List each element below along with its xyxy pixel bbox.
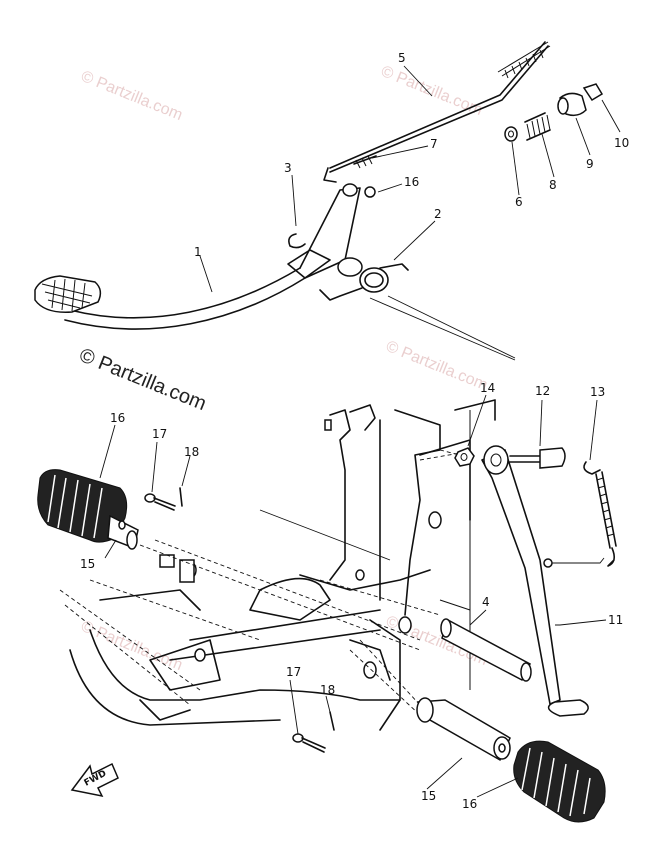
callout-8: 8 xyxy=(549,178,557,192)
callout-17-left: 17 xyxy=(152,427,167,441)
callout-14: 14 xyxy=(480,381,495,395)
leader-lines xyxy=(99,65,621,798)
callout-6: 6 xyxy=(515,195,523,209)
bolt-17-left xyxy=(144,493,176,511)
cotter-18-left xyxy=(179,487,183,507)
watermarks: © Partzilla.com © Partzilla.com © Partzi… xyxy=(76,63,490,674)
callout-16-top: 16 xyxy=(404,175,419,189)
bolt-17-right xyxy=(292,733,326,753)
callout-17-right: 17 xyxy=(286,665,301,679)
callout-18-left: 18 xyxy=(184,445,199,459)
dashed-guides xyxy=(59,449,467,716)
bolt-12 xyxy=(509,447,566,469)
callout-5: 5 xyxy=(398,51,406,65)
callout-7: 7 xyxy=(430,137,438,151)
callout-15-right: 15 xyxy=(421,789,436,803)
cotter-pin-16-top xyxy=(364,186,376,198)
watermark: © Partzilla.com xyxy=(384,338,490,394)
callout-3: 3 xyxy=(284,161,292,175)
callout-labels: 5 3 1 7 16 2 6 8 9 10 14 12 13 16 17 18 … xyxy=(80,51,629,811)
callout-18-right: 18 xyxy=(320,683,335,697)
footrest-shaft-right xyxy=(416,697,511,762)
brake-pedal-arm xyxy=(64,183,363,330)
watermark-prominent: © Partzilla.com xyxy=(76,344,209,415)
callout-1: 1 xyxy=(194,245,202,259)
adjuster-parts xyxy=(504,83,604,142)
side-stand-11 xyxy=(481,445,589,717)
nut-14 xyxy=(454,447,475,467)
callout-12: 12 xyxy=(535,384,550,398)
watermark: © Partzilla.com xyxy=(79,618,185,674)
callout-9: 9 xyxy=(586,157,594,171)
cotter-18-right xyxy=(329,711,335,731)
pivot-shaft-4 xyxy=(440,618,532,682)
footrest-shaft-left xyxy=(107,514,139,550)
callout-16-right: 16 xyxy=(462,797,477,811)
frame xyxy=(69,399,496,731)
callout-13: 13 xyxy=(590,385,605,399)
callout-2: 2 xyxy=(434,207,442,221)
callout-10: 10 xyxy=(614,136,629,150)
watermark: © Partzilla.com xyxy=(79,68,185,124)
clevis-pin-7 xyxy=(353,155,377,169)
circlip-3 xyxy=(288,233,306,249)
callout-4: 4 xyxy=(482,595,490,609)
callout-11: 11 xyxy=(608,613,623,627)
brake-pedal-pad xyxy=(34,275,102,313)
return-spring-2 xyxy=(319,263,409,301)
fwd-arrow: FWD xyxy=(70,762,119,798)
callout-15-left: 15 xyxy=(80,557,95,571)
brake-rod xyxy=(323,41,551,183)
callout-16-left: 16 xyxy=(110,411,125,425)
stand-spring-13 xyxy=(583,461,617,567)
footrest-rubber-right xyxy=(513,740,606,823)
watermark: © Partzilla.com xyxy=(379,63,485,119)
